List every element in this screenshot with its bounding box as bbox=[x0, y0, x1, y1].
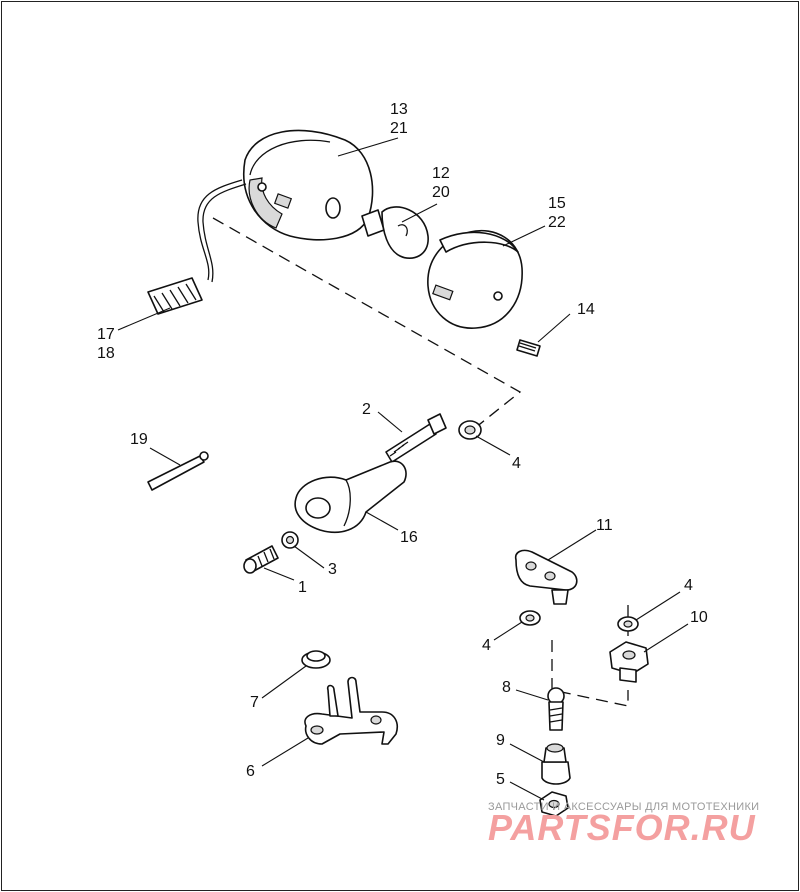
leader-19 bbox=[149, 447, 181, 466]
bracket-plate bbox=[514, 549, 578, 605]
callout-15: 15 bbox=[548, 195, 566, 212]
cable-tie bbox=[147, 451, 209, 491]
callout-21: 21 bbox=[390, 120, 408, 137]
callout-10: 10 bbox=[690, 609, 708, 626]
watermark-tagline: ЗАПЧАСТИ И АКСЕССУАРЫ ДЛЯ МОТОТЕХНИКИ bbox=[488, 801, 759, 813]
nut-10 bbox=[609, 641, 649, 683]
socket-9 bbox=[541, 743, 571, 785]
bulb bbox=[361, 206, 429, 260]
callout-1: 1 bbox=[298, 579, 307, 596]
leader-14 bbox=[537, 313, 571, 343]
leader-1 bbox=[263, 567, 295, 581]
lens bbox=[427, 229, 523, 329]
callout-20: 20 bbox=[432, 184, 450, 201]
callout-18: 18 bbox=[97, 345, 115, 362]
callout-4-right: 4 bbox=[684, 577, 693, 594]
callout-12: 12 bbox=[432, 165, 450, 182]
leader-6 bbox=[261, 737, 309, 767]
leader-11 bbox=[547, 529, 597, 561]
callout-6: 6 bbox=[246, 763, 255, 780]
callout-8: 8 bbox=[502, 679, 511, 696]
ball-stud-8 bbox=[547, 687, 565, 731]
leader-8 bbox=[515, 689, 549, 701]
assembly-dash-line-right bbox=[551, 640, 629, 707]
leader-3 bbox=[293, 545, 325, 569]
wire-harness-connector bbox=[147, 179, 247, 315]
watermark-brand: PARTSFOR.RU bbox=[488, 807, 756, 848]
callout-9: 9 bbox=[496, 732, 505, 749]
callout-16: 16 bbox=[400, 529, 418, 546]
callout-5: 5 bbox=[496, 771, 505, 788]
screw-14 bbox=[516, 339, 541, 357]
callout-22: 22 bbox=[548, 214, 566, 231]
lamp-housing bbox=[243, 129, 374, 241]
leader-13 bbox=[337, 137, 399, 157]
callout-4-left: 4 bbox=[482, 637, 491, 654]
leader-4b bbox=[493, 621, 523, 641]
callout-14: 14 bbox=[577, 301, 595, 318]
assembly-dash-line-main bbox=[212, 217, 522, 433]
callout-17: 17 bbox=[97, 326, 115, 343]
lock-washer-4-right bbox=[617, 616, 639, 632]
bracket-6 bbox=[304, 676, 398, 745]
leader-7 bbox=[261, 665, 307, 699]
leader-5 bbox=[509, 781, 545, 801]
callout-13: 13 bbox=[390, 101, 408, 118]
callout-7: 7 bbox=[250, 694, 259, 711]
screw-1 bbox=[243, 545, 279, 574]
leader-4c bbox=[635, 591, 681, 621]
leader-17 bbox=[117, 307, 171, 331]
callout-4-top: 4 bbox=[512, 455, 521, 472]
leader-4a bbox=[475, 435, 511, 456]
leader-15 bbox=[502, 225, 546, 247]
leader-9 bbox=[509, 743, 545, 763]
nut-5 bbox=[539, 791, 569, 817]
grommet-7 bbox=[301, 650, 331, 669]
callout-3: 3 bbox=[328, 561, 337, 578]
leader-16 bbox=[365, 511, 399, 531]
leader-2 bbox=[377, 411, 403, 433]
leader-12 bbox=[401, 203, 438, 223]
mount-arm bbox=[294, 460, 407, 534]
bolt-2 bbox=[385, 413, 447, 463]
lock-washer-4-left bbox=[519, 610, 541, 626]
lock-washer-4-top bbox=[458, 420, 482, 440]
callout-11: 11 bbox=[596, 517, 613, 534]
callout-19: 19 bbox=[130, 431, 148, 448]
callout-2: 2 bbox=[362, 401, 371, 418]
leader-10 bbox=[643, 623, 689, 653]
washer-3 bbox=[281, 531, 299, 549]
